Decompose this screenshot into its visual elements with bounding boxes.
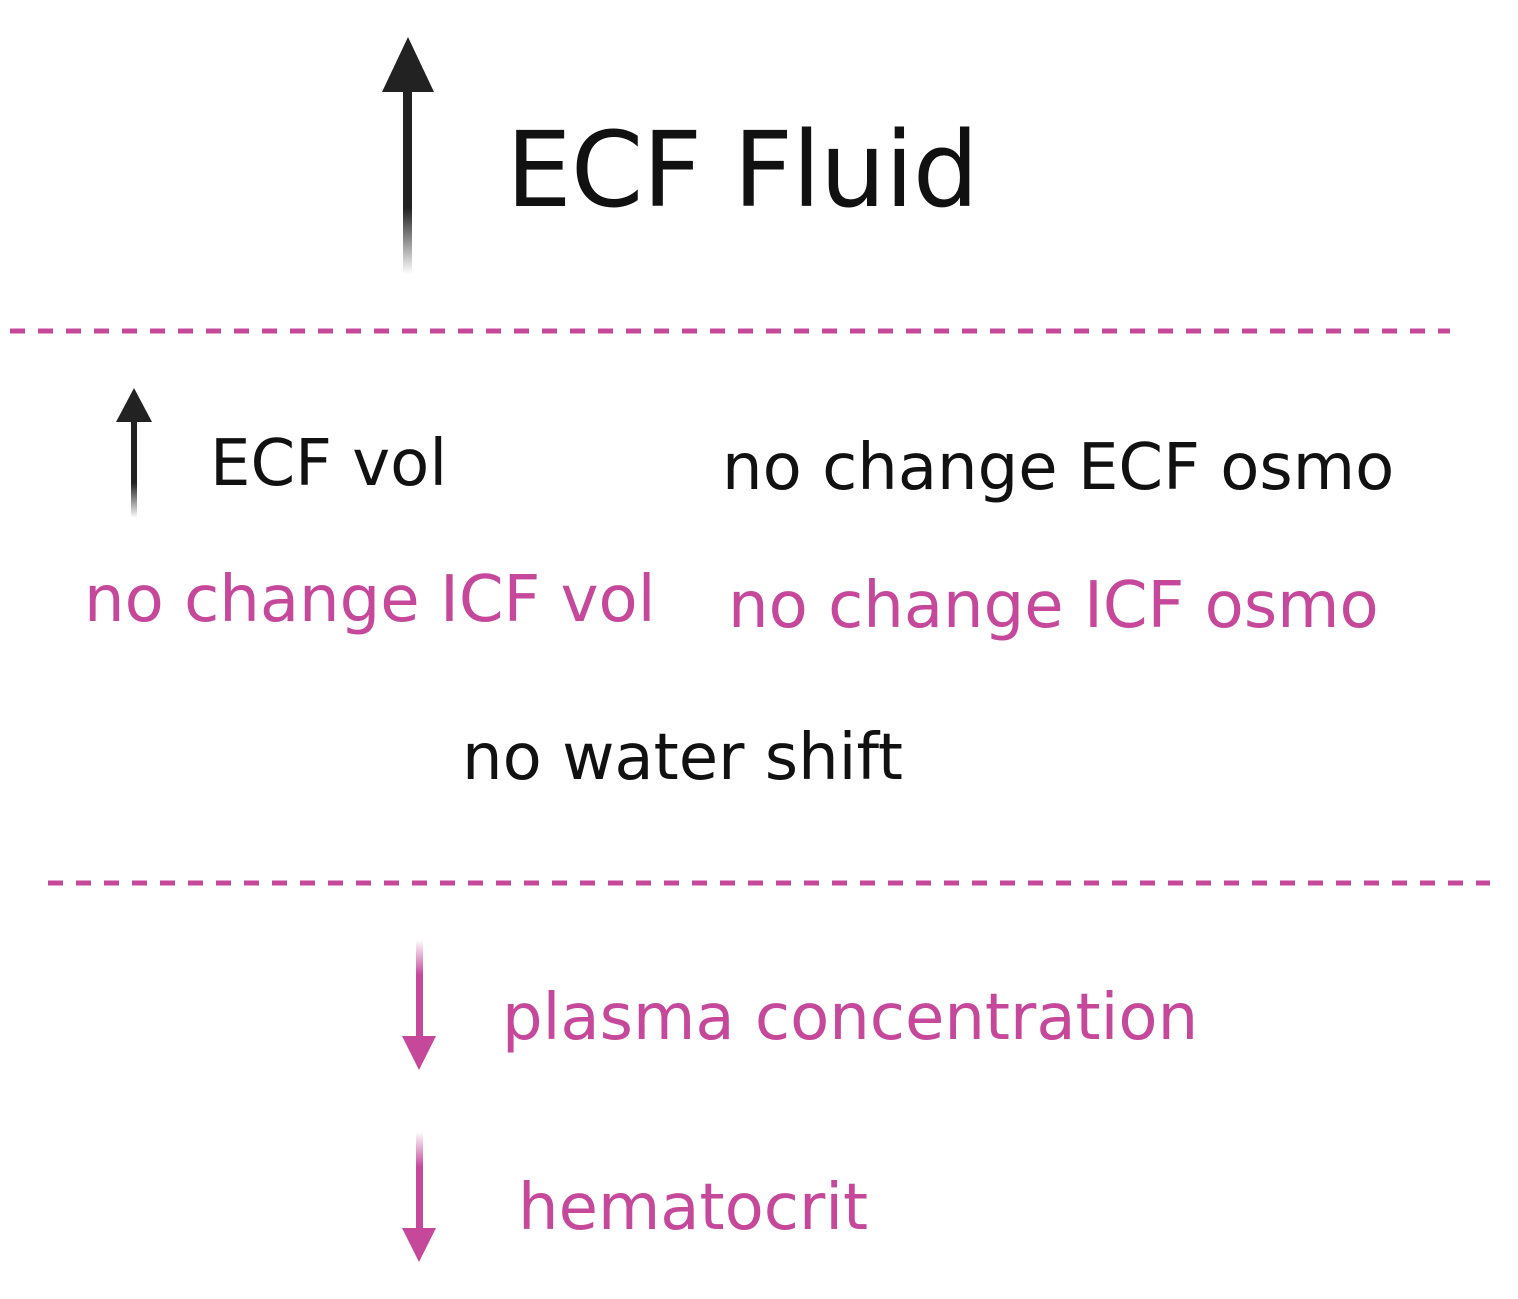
label-ecf-osmo: no change ECF osmo bbox=[722, 431, 1395, 505]
label-ecf-vol: ECF vol bbox=[210, 427, 448, 501]
label-hematocrit: hematocrit bbox=[518, 1171, 869, 1245]
label-icf-osmo: no change ICF osmo bbox=[728, 569, 1379, 643]
hematocrit-down-arrow-icon bbox=[402, 1132, 436, 1262]
label-icf-vol: no change ICF vol bbox=[84, 563, 656, 637]
label-water-shift: no water shift bbox=[462, 721, 903, 795]
diagram-title: ECF Fluid bbox=[506, 109, 979, 231]
label-plasma-concentration: plasma concentration bbox=[502, 981, 1199, 1055]
title-up-arrow-icon bbox=[382, 37, 434, 274]
ecf-vol-up-arrow-icon bbox=[116, 388, 152, 518]
plasma-down-arrow-icon bbox=[402, 940, 436, 1070]
